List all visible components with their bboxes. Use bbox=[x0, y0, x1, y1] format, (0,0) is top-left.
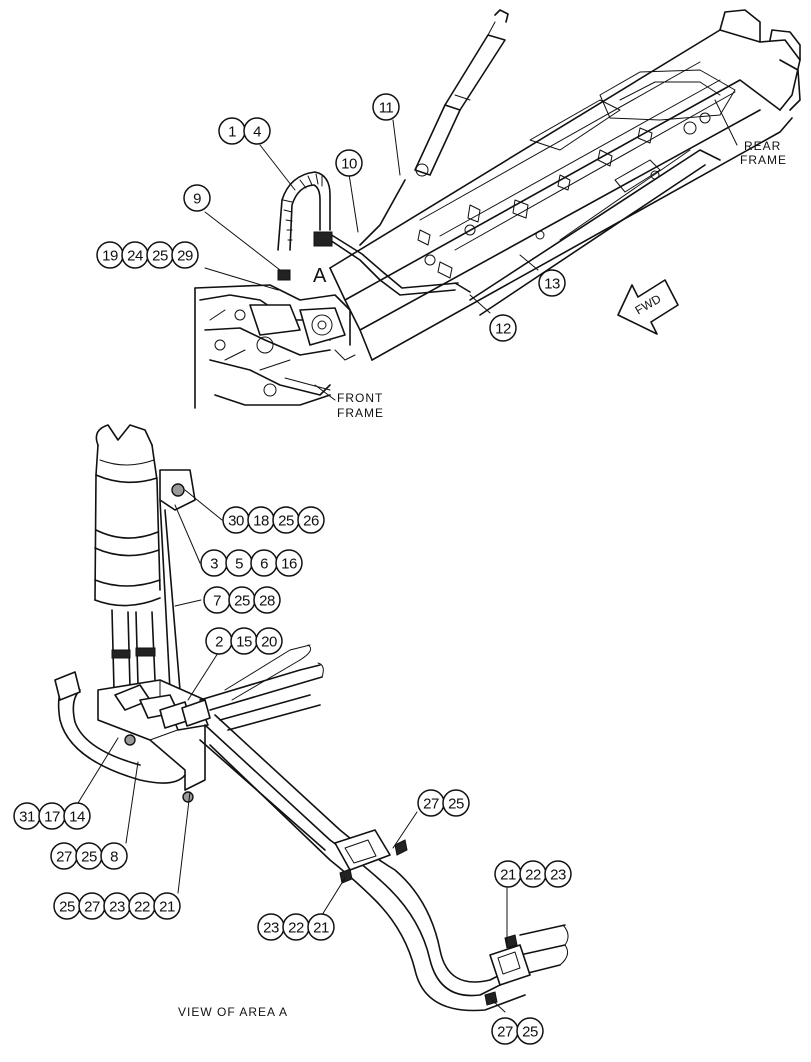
callout-number: 8 bbox=[110, 849, 118, 866]
callout-number: 10 bbox=[341, 156, 357, 173]
callout-number: 22 bbox=[288, 920, 304, 937]
callout-number: 25 bbox=[278, 513, 294, 530]
callout-number: 7 bbox=[213, 593, 221, 610]
callout-number: 4 bbox=[253, 124, 261, 141]
callout-2-15-20: 2 15 20 bbox=[205, 627, 283, 655]
callout-number: 25 bbox=[81, 849, 97, 866]
callout-number: 22 bbox=[525, 867, 541, 884]
callout-number: 12 bbox=[495, 321, 511, 338]
callout-number: 23 bbox=[550, 867, 566, 884]
callout-circle bbox=[516, 1017, 544, 1045]
callout-number: 27 bbox=[497, 1024, 513, 1041]
callout-number: 28 bbox=[259, 593, 275, 610]
callout-circle bbox=[183, 184, 211, 212]
callout-27-25-upper: 27 25 bbox=[417, 789, 470, 817]
callout-number: 29 bbox=[177, 248, 193, 265]
callout-number: 27 bbox=[423, 796, 439, 813]
callout-23-22-21: 23 22 21 bbox=[257, 913, 335, 941]
callout-number: 27 bbox=[84, 899, 100, 916]
callout-27-25-lower: 27 25 bbox=[491, 1017, 544, 1045]
callout-circle bbox=[442, 789, 470, 817]
front-frame-label-line2: FRAME bbox=[337, 406, 384, 420]
callout-number: 31 bbox=[19, 809, 35, 826]
rear-frame-label-line1: REAR bbox=[744, 139, 781, 153]
callout-number: 18 bbox=[253, 513, 269, 530]
callout-13: 13 bbox=[538, 269, 566, 297]
callout-12: 12 bbox=[489, 314, 517, 342]
callout-11: 11 bbox=[372, 93, 400, 121]
callout-10: 10 bbox=[335, 149, 363, 177]
callout-number: 21 bbox=[313, 920, 329, 937]
callout-number: 19 bbox=[102, 248, 118, 265]
callout-number: 24 bbox=[127, 248, 143, 265]
callout-number: 14 bbox=[69, 809, 85, 826]
callout-number: 27 bbox=[56, 849, 72, 866]
area-a-marker: A bbox=[313, 265, 327, 287]
callout-number: 3 bbox=[210, 556, 218, 573]
callout-circle bbox=[255, 627, 283, 655]
callout-number: 25 bbox=[522, 1024, 538, 1041]
callout-circle bbox=[63, 802, 91, 830]
callout-circle bbox=[275, 549, 303, 577]
callout-9: 9 bbox=[183, 184, 211, 212]
callout-number: 23 bbox=[263, 920, 279, 937]
callout-number: 13 bbox=[544, 276, 560, 293]
callout-number: 17 bbox=[44, 809, 60, 826]
front-frame-label-line1: FRONT bbox=[337, 391, 383, 405]
callout-number: 21 bbox=[159, 899, 175, 916]
callout-number: 21 bbox=[500, 867, 516, 884]
callout-number: 1 bbox=[228, 124, 236, 141]
callout-circle bbox=[489, 314, 517, 342]
callout-circle bbox=[171, 241, 199, 269]
callout-number: 25 bbox=[59, 899, 75, 916]
callout-circle bbox=[544, 860, 572, 888]
callout-number: 11 bbox=[379, 100, 394, 117]
callout-number: 25 bbox=[234, 593, 250, 610]
callout-number: 30 bbox=[228, 513, 244, 530]
view-caption: VIEW OF AREA A bbox=[178, 1005, 288, 1019]
callout-number: 22 bbox=[134, 899, 150, 916]
callout-circle bbox=[307, 913, 335, 941]
callout-27-25-8: 27 25 8 bbox=[50, 842, 128, 870]
callout-circle bbox=[372, 93, 400, 121]
rear-frame-label-line2: FRAME bbox=[740, 153, 787, 167]
callout-number: 25 bbox=[152, 248, 168, 265]
callout-21-22-23: 21 22 23 bbox=[494, 860, 572, 888]
callout-circle bbox=[153, 892, 181, 920]
callout-30-18-25-26: 30 18 25 26 bbox=[222, 506, 325, 534]
callout-number: 16 bbox=[281, 556, 297, 573]
callout-circle bbox=[538, 269, 566, 297]
callout-number: 25 bbox=[448, 796, 464, 813]
callout-7-25-28: 7 25 28 bbox=[203, 586, 281, 614]
callout-circle bbox=[335, 149, 363, 177]
callout-31-17-14: 31 17 14 bbox=[13, 802, 91, 830]
callout-circle bbox=[253, 586, 281, 614]
callout-number: 5 bbox=[235, 556, 243, 573]
lift-cylinder-drawing bbox=[414, 9, 509, 177]
callout-leaders bbox=[77, 119, 539, 1013]
callout-number: 23 bbox=[109, 899, 125, 916]
callout-circle bbox=[100, 842, 128, 870]
callout-25-27-23-22-21: 25 27 23 22 21 bbox=[53, 892, 181, 920]
callout-number: 9 bbox=[193, 191, 201, 208]
callout-19-24-25-29: 19 24 25 29 bbox=[96, 241, 199, 269]
callout-number: 20 bbox=[261, 634, 277, 651]
callout-number: 6 bbox=[260, 556, 268, 573]
hose-assembly-upper-drawing bbox=[277, 171, 471, 296]
callout-circle bbox=[243, 117, 271, 145]
forward-arrow: FWD bbox=[617, 279, 679, 335]
callout-circle bbox=[297, 506, 325, 534]
front-frame-drawing bbox=[194, 284, 356, 409]
rear-frame-drawing bbox=[329, 9, 801, 361]
callout-number: 26 bbox=[303, 513, 319, 530]
callout-number: 15 bbox=[236, 634, 252, 651]
callout-number: 2 bbox=[215, 634, 223, 651]
view-area-a-drawing bbox=[54, 424, 569, 1012]
